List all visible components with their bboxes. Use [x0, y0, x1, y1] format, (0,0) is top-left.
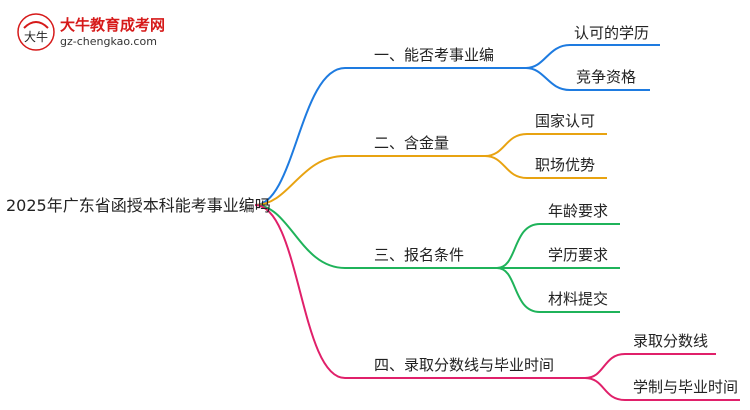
branch-3-label: 三、报名条件 [374, 246, 465, 264]
logo-url: gz-chengkao.com [60, 35, 157, 48]
branch-3-child-3: 材料提交 [548, 290, 609, 308]
branch-4-label: 四、录取分数线与毕业时间 [374, 356, 555, 374]
branch-2-label: 二、含金量 [374, 134, 450, 152]
branch-1-child-2: 竞争资格 [576, 68, 637, 86]
link-root-branch-2 [254, 155, 485, 206]
branch-2-child-1: 国家认可 [535, 112, 596, 130]
link-branch-2-child-1 [484, 133, 607, 157]
link-root-branch-4 [254, 204, 585, 379]
branch-3-child-1: 年龄要求 [548, 202, 609, 220]
link-branch-3-child-1 [496, 223, 620, 269]
branch-4-child-2: 学制与毕业时间 [633, 378, 739, 396]
root-topic: 2025年广东省函授本科能考事业编吗 [6, 196, 271, 215]
link-root-branch-1 [254, 67, 526, 206]
bull-logo-icon: 大牛 [17, 13, 55, 51]
site-logo: 大牛 大牛教育成考网 gz-chengkao.com [16, 12, 256, 54]
branch-4-child-1: 录取分数线 [633, 332, 709, 350]
link-root-branch-3 [254, 204, 497, 269]
branch-3-child-2: 学历要求 [548, 246, 609, 264]
branch-1-child-1: 认可的学历 [574, 24, 650, 42]
link-branch-2-child-2 [484, 155, 607, 179]
link-branch-4-child-2 [584, 377, 740, 401]
link-branch-1-child-1 [525, 44, 660, 69]
logo-mark-text: 大牛 [24, 29, 48, 44]
branch-1-label: 一、能否考事业编 [374, 46, 495, 64]
link-branch-3-child-3 [496, 267, 620, 313]
link-branch-4-child-1 [584, 353, 716, 379]
logo-title: 大牛教育成考网 [60, 16, 166, 34]
link-branch-1-child-2 [525, 67, 650, 91]
branch-2-child-2: 职场优势 [535, 156, 596, 174]
